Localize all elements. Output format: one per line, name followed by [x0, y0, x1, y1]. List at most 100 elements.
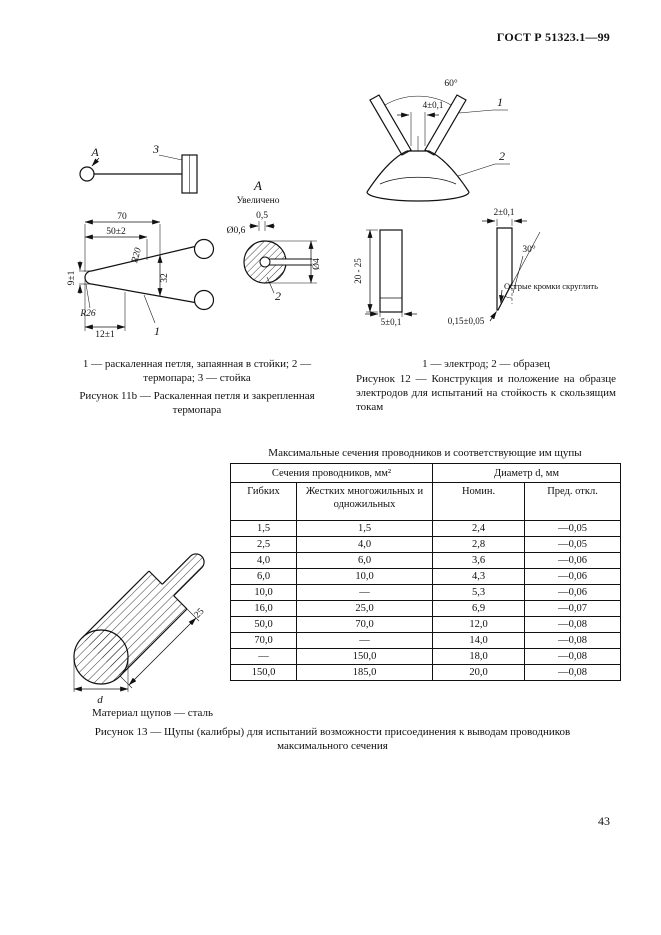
angle-30-label: 30° — [522, 244, 536, 255]
table-cell: —0,05 — [524, 536, 622, 553]
col-group-sections: Сечения проводников, мм² — [229, 463, 434, 483]
table-row: 10,0 — 5,3 —0,06 — [230, 584, 622, 601]
dim-20-25-label: 20 - 25 — [353, 258, 363, 284]
table-cell: —0,06 — [524, 568, 622, 585]
table-row: 16,0 25,0 6,9 —0,07 — [230, 600, 622, 617]
standard-number: ГОСТ Р 51323.1—99 — [496, 30, 610, 44]
table-row: 4,0 6,0 3,6 —0,06 — [230, 552, 622, 569]
radius-r26-label: R26 — [79, 309, 96, 319]
table-subheader-row: Гибких Жестких многожильных и одножильны… — [230, 482, 622, 521]
fig13-extension-lines — [73, 608, 200, 692]
table-row: 50,0 70,0 12,0 —0,08 — [230, 616, 622, 633]
figure-12-caption: Рисунок 12 — Конструкция и положение на … — [356, 373, 616, 414]
table-cell: 6,0 — [295, 552, 434, 569]
part-1-label: 1 — [497, 95, 503, 109]
part-3-label: 3 — [152, 142, 159, 156]
table-cell: 70,0 — [295, 616, 434, 633]
figure-13-drawing: 25 d — [73, 553, 207, 706]
table-cell: 10,0 — [230, 584, 297, 601]
table-group-header-row: Сечения проводников, мм² Диаметр d, мм — [229, 463, 622, 483]
table-cell: 150,0 — [230, 664, 297, 681]
angle-60-label: 60° — [444, 78, 458, 89]
table-title: Максимальные сечения проводников и соотв… — [268, 447, 582, 459]
page-number: 43 — [598, 814, 610, 828]
col-deviation: Пред. откл. — [524, 482, 622, 521]
fig11b-dimension-lines — [84, 219, 314, 330]
table-cell: 70,0 — [230, 632, 297, 649]
table-cell: — — [295, 584, 434, 601]
figure-11b-legend: 1 — раскаленная петля, запаянная в стойк… — [82, 358, 312, 385]
fig11b-extension-lines — [79, 154, 317, 331]
table-cell: 5,3 — [432, 584, 526, 601]
table-cell: — — [230, 648, 297, 665]
dim-d-label: d — [97, 694, 103, 706]
table-cell: —0,08 — [524, 648, 622, 665]
dim-32-label: 32 — [160, 273, 170, 283]
probe-tip-cap — [190, 553, 205, 568]
col-rigid: Жестких многожильных и одножильных — [295, 482, 434, 521]
thermocouple-bead — [259, 256, 271, 268]
table-cell: 4,3 — [432, 568, 526, 585]
table-cell: 20,0 — [432, 664, 526, 681]
table-row: — 150,0 18,0 —0,08 — [230, 648, 622, 665]
table-cell: 1,5 — [295, 520, 434, 537]
probe-base-circle — [73, 629, 129, 685]
part-2-label: 2 — [275, 289, 281, 303]
fig12-arrow-lines — [365, 112, 527, 322]
dim-9-label: 9±1 — [67, 270, 77, 285]
dim-2-label: 2±0,1 — [494, 207, 515, 217]
table-cell: —0,08 — [524, 664, 622, 681]
dim-0-15-label: 0,15±0,05 — [448, 316, 485, 326]
fig13-dimension-lines — [73, 617, 197, 692]
table-cell: 2,8 — [432, 536, 526, 553]
detail-a-title: А — [253, 178, 262, 193]
table-row: 1,5 1,5 2,4 —0,05 — [230, 520, 622, 537]
table-cell: —0,07 — [524, 600, 622, 617]
table-cell: 25,0 — [295, 600, 434, 617]
table-cell: 2,5 — [230, 536, 297, 553]
dim-25-label: 25 — [193, 607, 207, 621]
table-cell: 185,0 — [295, 664, 434, 681]
table-cell: 6,9 — [432, 600, 526, 617]
radius-r20-label: R20 — [130, 247, 144, 266]
figure-13-material-note: Материал щупов — сталь — [92, 707, 214, 719]
table-cell: 4,0 — [295, 536, 434, 553]
table-cell: 150,0 — [295, 648, 434, 665]
table-cell: 16,0 — [230, 600, 297, 617]
table-cell: 3,6 — [432, 552, 526, 569]
fig12-labels: 60° 4±0,1 1 2 2±0,1 30° 20 - 25 5±0,1 0,… — [353, 78, 598, 327]
table-cell: —0,05 — [524, 520, 622, 537]
fig11b-labels: А 3 70 50±2 R20 R26 9±1 32 12±1 1 А Увел… — [67, 142, 322, 340]
table-cell: —0,06 — [524, 552, 622, 569]
dim-50-label: 50±2 — [106, 227, 126, 237]
table-cell: 6,0 — [230, 568, 297, 585]
dia-0-6-label: Ø0,6 — [227, 226, 246, 236]
table-cell: 50,0 — [230, 616, 297, 633]
fig12-extension-lines — [366, 95, 541, 317]
table-cell: 18,0 — [432, 648, 526, 665]
thermocouple-wire — [265, 259, 312, 265]
table-cell: 14,0 — [432, 632, 526, 649]
table-cell: 2,4 — [432, 520, 526, 537]
part-2-label: 2 — [499, 149, 505, 163]
probe-tip — [162, 556, 202, 596]
dia-4-label: Ø4 — [312, 258, 322, 270]
dim-5-label: 5±0,1 — [381, 317, 402, 327]
dim-12-label: 12±1 — [95, 330, 115, 340]
col-flexible: Гибких — [230, 482, 297, 521]
table-cell: 4,0 — [230, 552, 297, 569]
col-group-diameter: Диаметр d, мм — [432, 463, 622, 483]
table-row: 150,0 185,0 20,0 —0,08 — [230, 664, 622, 681]
table-cell: — — [295, 632, 434, 649]
table-cell: 12,0 — [432, 616, 526, 633]
figure-12-legend: 1 — электрод; 2 — образец — [422, 358, 550, 370]
table-row: 70,0 — 14,0 —0,08 — [230, 632, 622, 649]
detail-a-subtitle: Увеличено — [237, 196, 280, 206]
table-cell: 1,5 — [230, 520, 297, 537]
fig12-outlines — [366, 94, 513, 313]
table-row: 2,5 4,0 2,8 —0,05 — [230, 536, 622, 553]
edges-note: Острые кромки скруглить — [504, 281, 598, 291]
part-1-label: 1 — [154, 324, 160, 338]
table-cell: —0,06 — [524, 584, 622, 601]
dim-4-label: 4±0,1 — [423, 100, 444, 110]
